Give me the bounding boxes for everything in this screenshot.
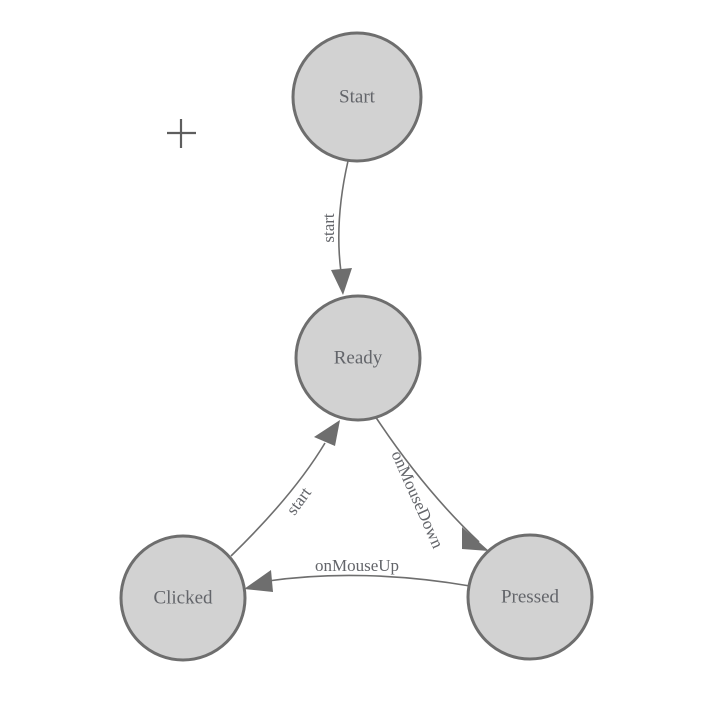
edge-path-clicked-to-ready: [230, 442, 326, 557]
arrowhead-pressed-to-clicked: [244, 570, 273, 592]
edge-pressed-to-clicked[interactable]: onMouseUp: [244, 556, 471, 592]
node-circle-start: [291, 31, 423, 163]
arrowhead-clicked-to-ready: [314, 420, 340, 446]
node-clicked[interactable]: Clicked: [119, 534, 247, 662]
node-label-start: Start: [339, 86, 376, 107]
node-label-ready: Ready: [334, 347, 383, 368]
edge-start-to-ready[interactable]: start: [319, 160, 352, 295]
edge-path-ready-to-pressed: [374, 415, 480, 543]
edge-ready-to-pressed[interactable]: onMouseDown: [374, 415, 489, 552]
plus-marker[interactable]: [167, 119, 196, 148]
arrowhead-ready-to-pressed: [462, 527, 489, 551]
edge-label-start-to-ready: start: [319, 213, 338, 243]
edge-clicked-to-ready[interactable]: start: [230, 420, 340, 557]
node-label-pressed: Pressed: [501, 586, 560, 607]
node-circle-pressed: [466, 533, 594, 661]
node-circle-clicked: [119, 534, 247, 662]
edge-path-pressed-to-clicked: [267, 574, 471, 587]
node-label-clicked: Clicked: [153, 587, 213, 608]
node-start[interactable]: Start: [291, 31, 423, 163]
node-pressed[interactable]: Pressed: [466, 533, 594, 661]
node-ready[interactable]: Ready: [294, 294, 422, 422]
edge-path-start-to-ready: [338, 160, 349, 273]
edge-label-clicked-to-ready: start: [282, 483, 315, 518]
arrowhead-start-to-ready: [331, 268, 352, 295]
edge-label-pressed-to-clicked: onMouseUp: [315, 556, 399, 575]
node-circle-ready: [294, 294, 422, 422]
